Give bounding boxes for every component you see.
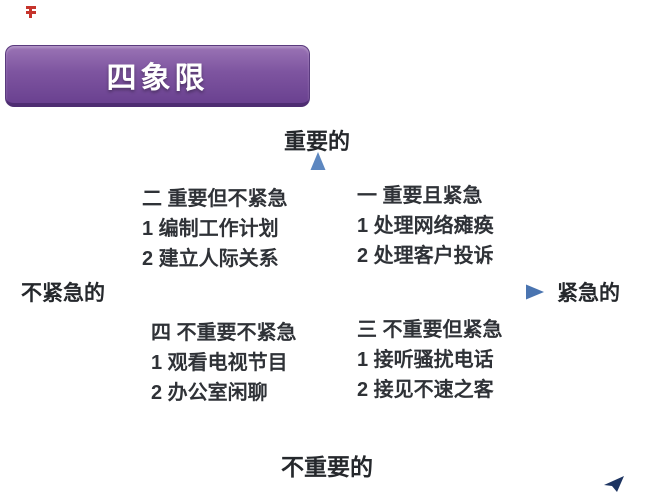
quadrant-item: 1 接听骚扰电话 [357, 349, 494, 371]
quadrant-item: 2 接见不速之客 [357, 379, 494, 401]
quadrant-item: 2 处理客户投诉 [357, 245, 494, 267]
quadrant-4-not-important-not-urgent: 四 不重要不紧急 1 观看电视节目 2 办公室闲聊 [151, 318, 297, 408]
axis-label-important: 重要的 [283, 129, 351, 154]
quadrant-title: 三 不重要但紧急 [357, 319, 503, 341]
quadrant-item: 1 编制工作计划 [142, 218, 279, 240]
quadrant-item: 2 办公室闲聊 [151, 382, 268, 404]
watermark-red-icon [26, 6, 36, 18]
quadrant-item: 1 观看电视节目 [151, 352, 288, 374]
quadrant-1-important-urgent: 一 重要且紧急 1 处理网络瘫痪 2 处理客户投诉 [357, 181, 494, 271]
watermark-paper-plane-icon [604, 476, 624, 492]
right-arrowhead [526, 284, 544, 300]
diagram-title: 四象限 [106, 61, 209, 95]
quadrant-item: 1 处理网络瘫痪 [357, 215, 494, 237]
top-arrowhead [310, 152, 326, 170]
quadrant-title: 四 不重要不紧急 [151, 322, 297, 344]
axis-label-urgent: 紧急的 [557, 282, 620, 305]
quadrant-item: 2 建立人际关系 [142, 248, 279, 270]
quadrant-2-important-not-urgent: 二 重要但不紧急 1 编制工作计划 2 建立人际关系 [142, 184, 288, 274]
quadrant-title: 二 重要但不紧急 [142, 188, 288, 210]
title-banner: 四象限 [5, 45, 310, 107]
quadrant-title: 一 重要且紧急 [357, 185, 483, 207]
axis-label-not-urgent: 不紧急的 [21, 282, 105, 305]
axis-label-not-important: 不重要的 [281, 454, 373, 480]
quadrant-3-not-important-urgent: 三 不重要但紧急 1 接听骚扰电话 2 接见不速之客 [357, 315, 503, 405]
